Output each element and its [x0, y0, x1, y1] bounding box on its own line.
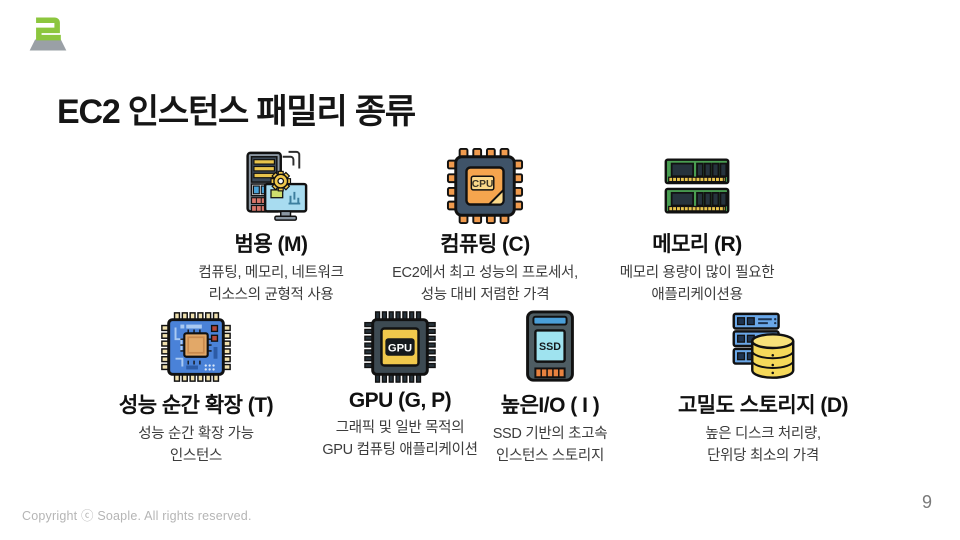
desc-line-1: 컴퓨팅, 메모리, 네트워크 [198, 265, 344, 281]
family-name: 범용 (M) [234, 233, 308, 256]
desc-line-1: 그래픽 및 일반 목적의 [335, 420, 465, 436]
server-monitor-icon [232, 147, 310, 225]
desc-line-1: SSD 기반의 초고속 [492, 426, 608, 442]
svg-text:GPU: GPU [388, 342, 412, 354]
family-description: 컴퓨팅, 메모리, 네트워크 리소스의 균형적 사용 [198, 262, 344, 306]
ssd-icon: SSD [511, 308, 589, 386]
desc-line-2: GPU 컴퓨팅 애플리케이션 [322, 442, 478, 458]
svg-text:SSD: SSD [539, 341, 561, 353]
family-name: 고밀도 스토리지 (D) [677, 394, 849, 417]
family-card-compute: CPU 컴퓨팅 (C) EC2에서 최고 성능의 프로세서, 성능 대비 저렴한… [365, 147, 605, 306]
family-description: 메모리 용량이 많이 필요한 애플리케이션용 [620, 262, 775, 306]
family-card-high-io: SSD 높은I/O ( I ) SSD 기반의 초고속 인스턴스 스토리지 [430, 308, 670, 467]
family-card-gpu: GPU GPU (G, P) 그래픽 및 일반 목적의 GPU 컴퓨팅 애플리케… [280, 308, 520, 461]
gpu-chip-icon: GPU [361, 308, 439, 386]
family-description: 성능 순간 확장 가능 인스턴스 [138, 423, 254, 467]
burstable-chip-icon [157, 308, 235, 386]
desc-line-2: 성능 대비 저렴한 가격 [420, 287, 550, 303]
family-name: 컴퓨팅 (C) [440, 233, 530, 256]
desc-line-2: 리소스의 균형적 사용 [208, 287, 334, 303]
family-card-burstable: 성능 순간 확장 (T) 성능 순간 확장 가능 인스턴스 [76, 308, 316, 467]
page-title: EC2 인스턴스 패밀리 종류 [57, 93, 416, 131]
logo-laptop-base [29, 39, 67, 51]
family-name: 높은I/O ( I ) [500, 394, 600, 417]
family-card-memory: 메모리 (R) 메모리 용량이 많이 필요한 애플리케이션용 [577, 147, 817, 306]
desc-line-1: 높은 디스크 처리량, [705, 426, 821, 442]
family-card-general-purpose: 범용 (M) 컴퓨팅, 메모리, 네트워크 리소스의 균형적 사용 [151, 147, 391, 306]
page-number: 9 [921, 492, 932, 512]
logo-green-mark [36, 17, 61, 41]
family-description: SSD 기반의 초고속 인스턴스 스토리지 [493, 423, 608, 467]
cpu-chip-icon: CPU [446, 147, 524, 225]
copyright-text: Copyright ⓒ Soaple. All rights reserved. [22, 509, 252, 523]
storage-server-database-icon [724, 308, 802, 386]
desc-line-1: 성능 순간 확장 가능 [138, 426, 254, 442]
family-description: 그래픽 및 일반 목적의 GPU 컴퓨팅 애플리케이션 [322, 417, 478, 461]
desc-line-2: 인스턴스 [169, 448, 223, 464]
svg-text:CPU: CPU [472, 179, 494, 190]
desc-line-2: 인스턴스 스토리지 [495, 448, 605, 464]
desc-line-1: 메모리 용량이 많이 필요한 [619, 265, 775, 281]
desc-line-2: 단위당 최소의 가격 [707, 448, 819, 464]
family-name: GPU (G, P) [348, 389, 452, 412]
memory-ram-icon [658, 147, 736, 225]
family-name: 메모리 (R) [652, 233, 742, 256]
desc-line-2: 애플리케이션용 [651, 287, 743, 303]
desc-line-1: EC2에서 최고 성능의 프로세서, [392, 265, 578, 281]
family-description: EC2에서 최고 성능의 프로세서, 성능 대비 저렴한 가격 [392, 262, 578, 306]
soaple-logo-icon [26, 12, 70, 54]
family-name: 성능 순간 확장 (T) [118, 394, 274, 417]
family-description: 높은 디스크 처리량, 단위당 최소의 가격 [705, 423, 821, 467]
family-card-dense-storage: 고밀도 스토리지 (D) 높은 디스크 처리량, 단위당 최소의 가격 [643, 308, 883, 467]
